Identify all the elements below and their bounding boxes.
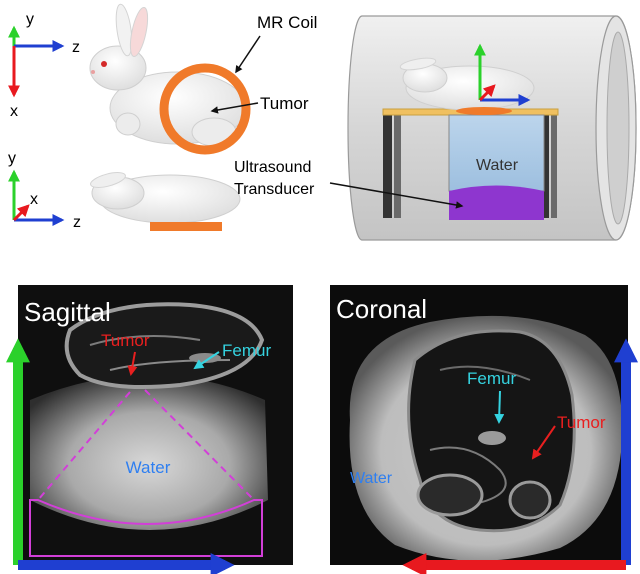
axis-y-label: y — [26, 11, 34, 28]
axis-triad-top: y z x — [7, 11, 80, 120]
transducer-pointer — [329, 182, 464, 209]
coronal-water-label: Water — [350, 470, 393, 487]
coronal-title: Coronal — [336, 294, 427, 324]
mr-coil-label: MR Coil — [257, 13, 317, 32]
water-label-bore: Water — [476, 157, 519, 174]
tumor-label: Tumor — [260, 94, 309, 113]
ultrasound-pad — [150, 222, 222, 231]
coronal-femur-pointer — [494, 390, 505, 424]
coronal-mri-panel — [330, 285, 639, 574]
sagittal-title: Sagittal — [24, 297, 111, 327]
ultrasound-label-line2: Transducer — [234, 181, 315, 198]
sagittal-tumor-pointer — [127, 351, 138, 376]
coronal-femur-label: Femur — [467, 369, 516, 388]
axis-y-label: y — [8, 150, 16, 167]
axis-z-label: z — [72, 39, 80, 56]
coronal-tumor-label: Tumor — [557, 413, 606, 432]
ultrasound-label-line1: Ultrasound — [234, 159, 311, 176]
sagittal-mri-panel — [5, 285, 293, 574]
coronal-tumor-pointer — [531, 425, 556, 460]
axis-z-label: z — [73, 214, 81, 231]
sagittal-tumor-label: Tumor — [101, 331, 150, 350]
sagittal-femur-pointer — [193, 351, 220, 370]
axis-x-label: x — [10, 103, 18, 120]
rabbit-image-pad — [90, 172, 241, 231]
sagittal-water-label: Water — [126, 458, 171, 477]
axis-triad-bottom: y x z — [7, 150, 81, 231]
tumor-pointer — [210, 102, 259, 114]
axis-x-label: x — [30, 191, 38, 208]
mr-coil-pointer — [235, 35, 261, 74]
mr-bore-setup — [347, 15, 637, 241]
sagittal-femur-label: Femur — [222, 341, 271, 360]
rabbit-image-coil — [89, 3, 251, 155]
